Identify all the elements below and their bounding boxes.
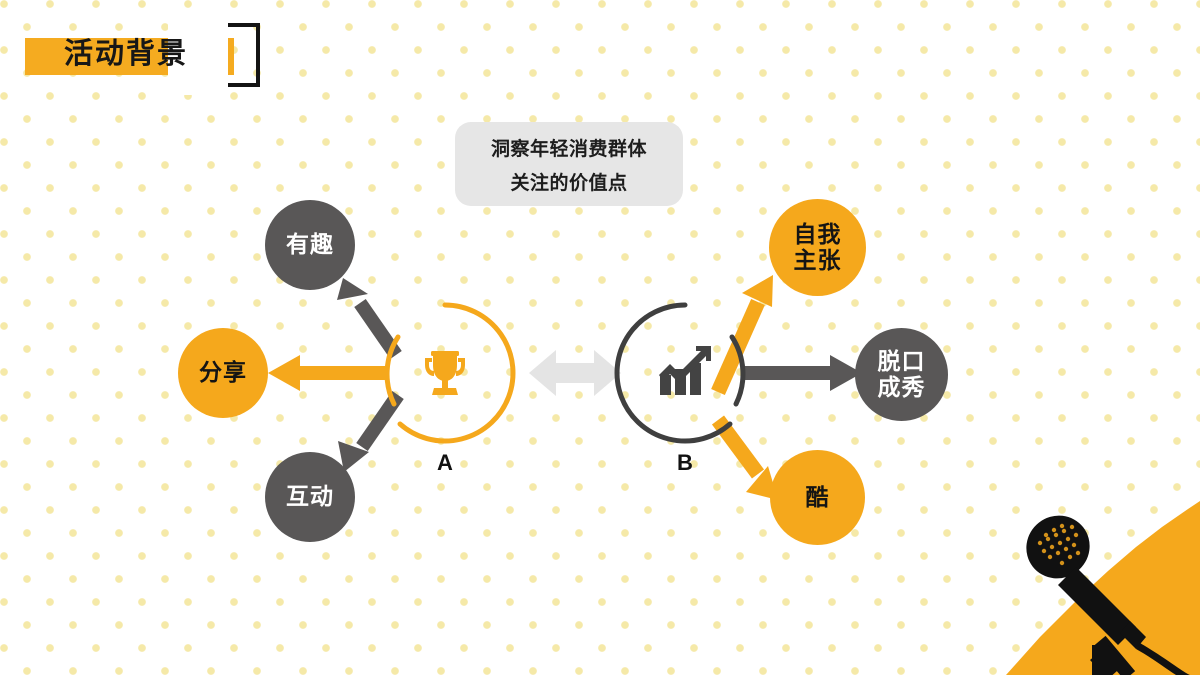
node-tuokouchengxiu-label-1: 脱口 [877, 347, 926, 374]
node-ku-label: 酷 [805, 483, 830, 510]
node-ziwozhuzhang[interactable]: 自我 主张 [769, 199, 866, 296]
hub-a-label: A [437, 450, 453, 475]
node-ziwozhuzhang-label-1: 自我 [793, 220, 842, 247]
page-title: 活动背景 [64, 38, 189, 70]
hub-a[interactable]: A [370, 298, 520, 475]
node-youqu-label: 有趣 [286, 231, 334, 258]
torn-paper-orange [1006, 501, 1200, 675]
microphone-icon [1026, 515, 1190, 675]
headline-callout: 洞察年轻消费群体 关注的价值点 [455, 122, 683, 206]
node-hudong[interactable]: 互动 [265, 452, 355, 542]
node-tuokouchengxiu-label-2: 成秀 [877, 373, 926, 400]
node-tuokouchengxiu[interactable]: 脱口 成秀 [855, 328, 948, 421]
hub-b-label: B [677, 450, 693, 475]
node-youqu[interactable]: 有趣 [265, 200, 355, 290]
node-fenxiang-label: 分享 [199, 359, 247, 386]
node-fenxiang[interactable]: 分享 [178, 328, 268, 418]
node-hudong-label: 互动 [286, 483, 334, 510]
hub-b[interactable]: B [610, 298, 760, 475]
title-bracket-outline [168, 23, 260, 95]
growth-chart-icon [610, 298, 760, 448]
headline-line-2: 关注的价值点 [510, 172, 628, 194]
trophy-icon [370, 298, 520, 448]
section-title: 活动背景 [22, 18, 282, 95]
node-ziwozhuzhang-label-2: 主张 [793, 246, 842, 273]
headline-line-1: 洞察年轻消费群体 [490, 138, 647, 160]
node-ku[interactable]: 酷 [770, 450, 865, 545]
microphone-grille-texture [1037, 523, 1081, 566]
microphone-corner-decoration [940, 485, 1200, 675]
